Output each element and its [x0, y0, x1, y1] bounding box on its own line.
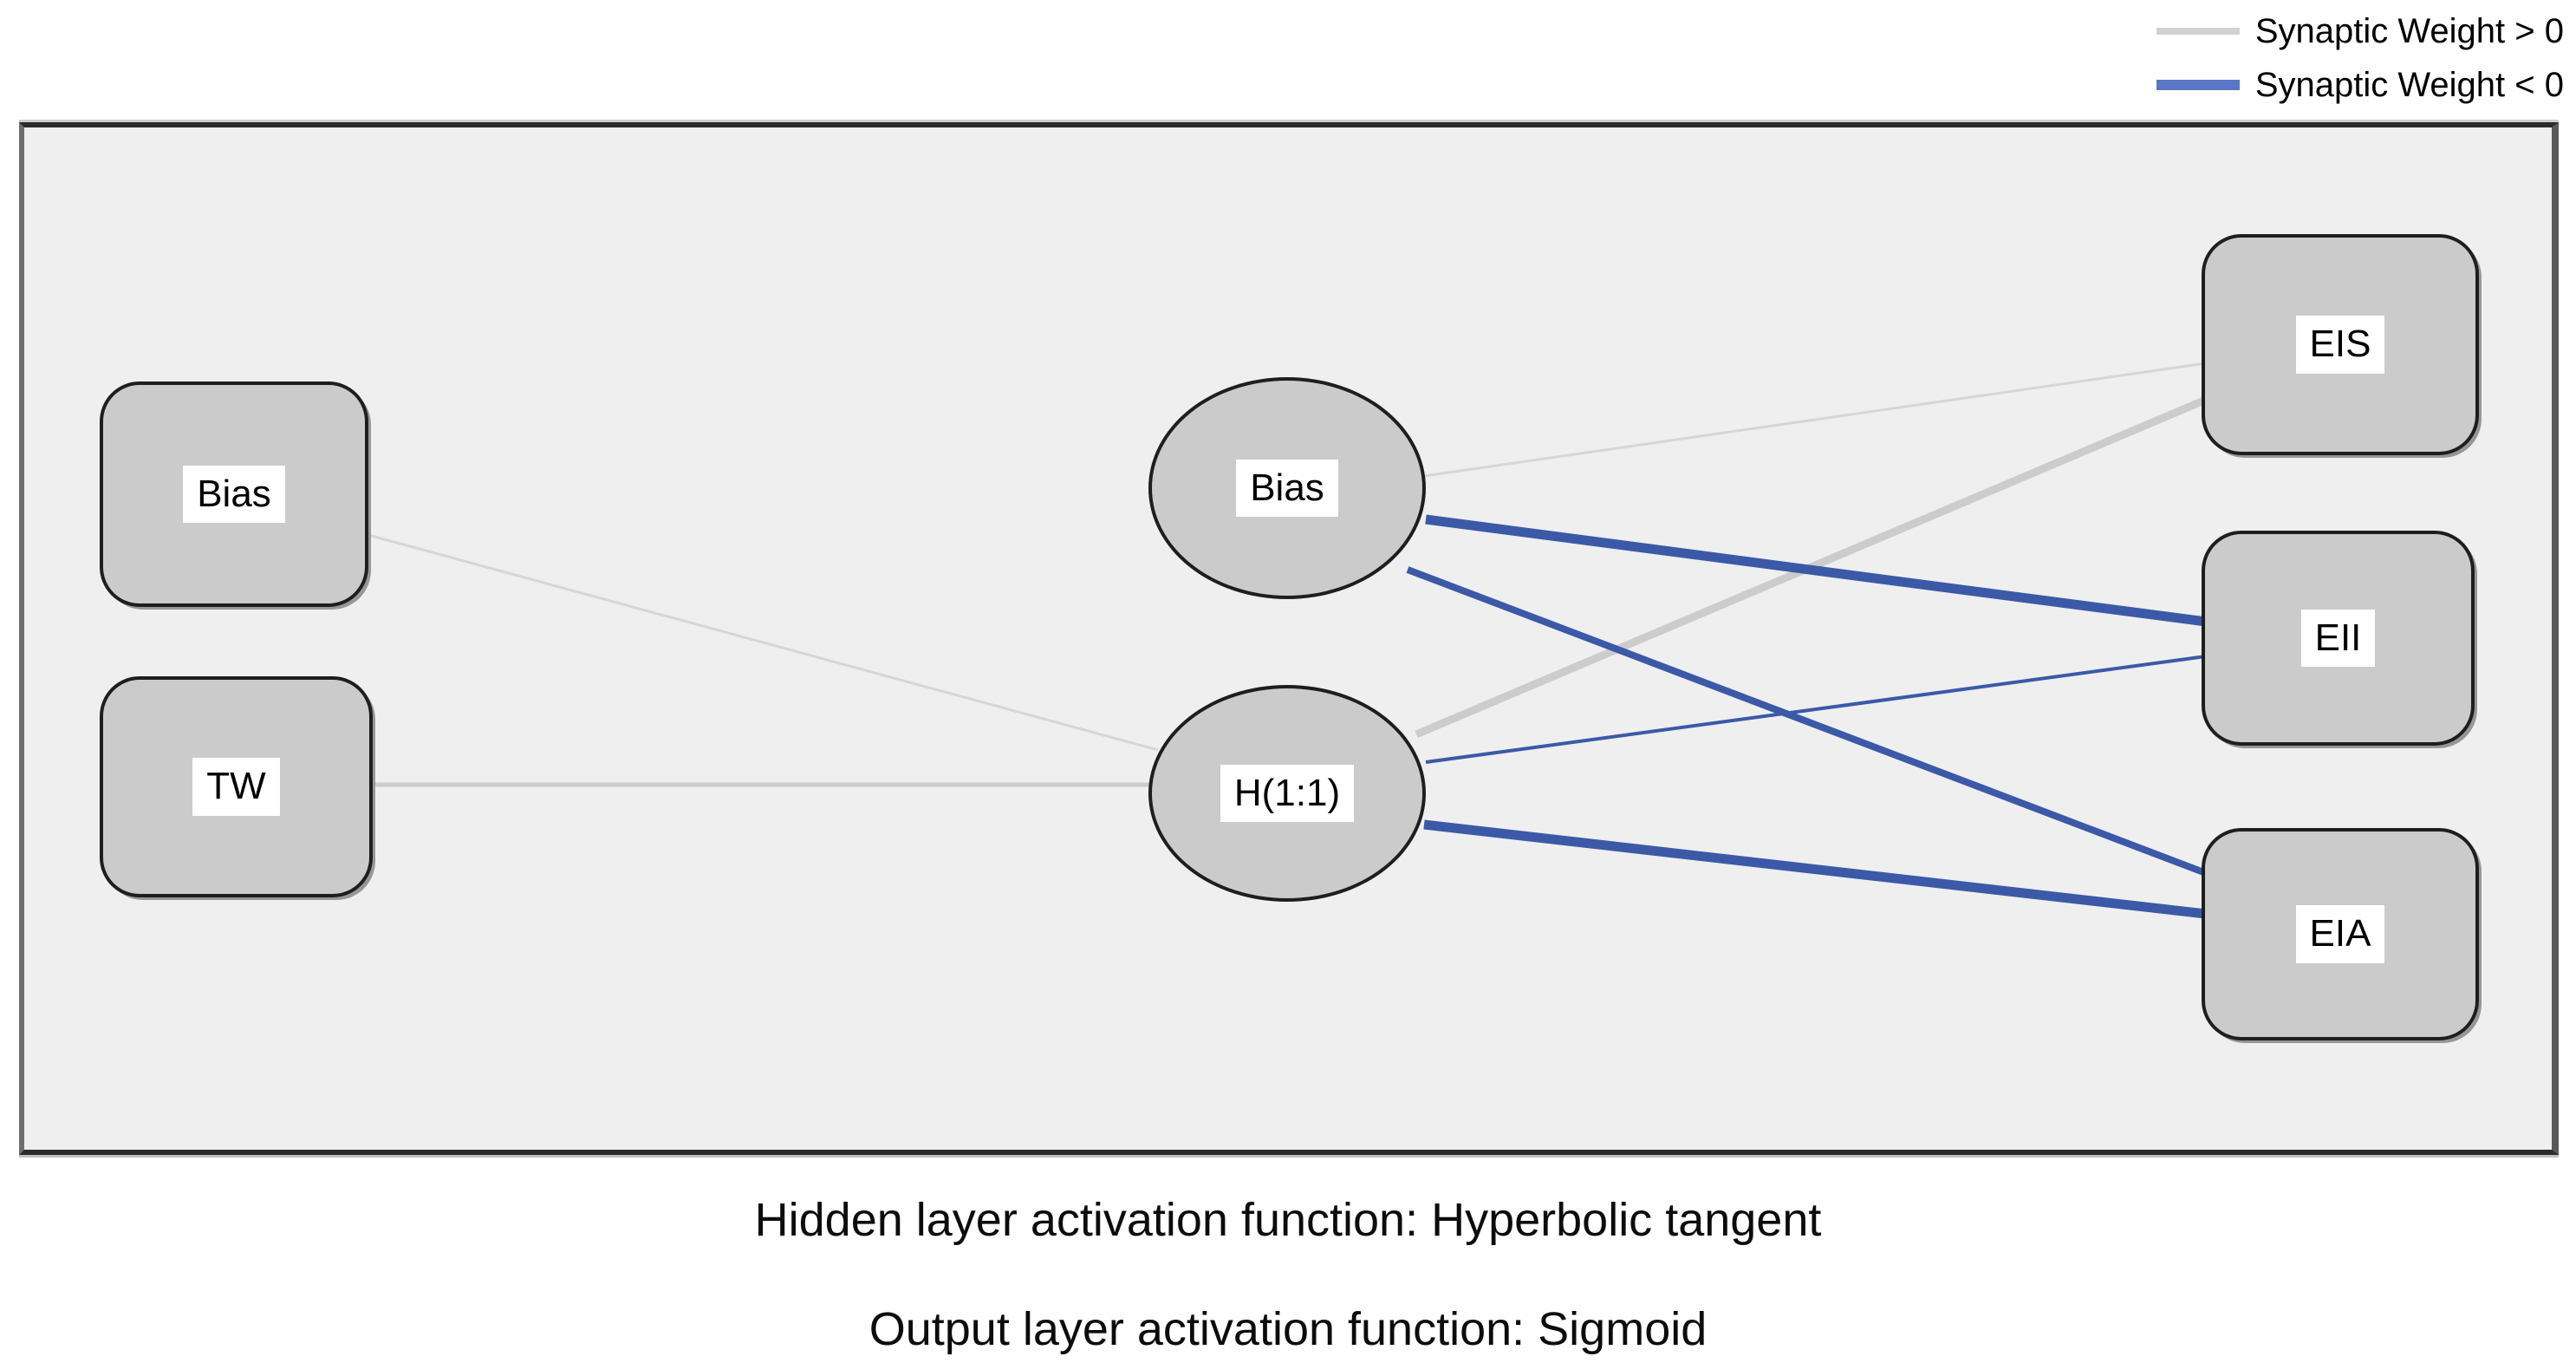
legend-item-positive-weight: Synaptic Weight > 0	[2156, 7, 2564, 55]
hidden-node-h11: H(1:1)	[1148, 685, 1426, 902]
hidden-layer-activation-caption: Hidden layer activation function: Hyperb…	[754, 1194, 1822, 1246]
input-node-bias: Bias	[100, 382, 368, 607]
connection-h11-to-eia	[1423, 819, 2207, 919]
legend-label-positive: Synaptic Weight > 0	[2254, 12, 2564, 50]
connection-hidden-bias-to-eii	[1425, 514, 2207, 627]
output-node-eia: EIA	[2202, 828, 2479, 1040]
connection-hidden-bias-to-eis	[1423, 362, 2207, 478]
legend: Synaptic Weight > 0 Synaptic Weight < 0	[2156, 7, 2564, 109]
output-node-eis: EIS	[2202, 234, 2479, 455]
input-node-tw-label: TW	[192, 758, 280, 816]
input-node-tw: TW	[100, 676, 373, 897]
output-layer-activation-caption: Output layer activation function: Sigmoi…	[868, 1303, 1708, 1355]
connection-hidden-bias-to-eia	[1406, 566, 2208, 877]
hidden-node-bias-label: Bias	[1236, 459, 1338, 518]
output-node-eia-label: EIA	[2295, 905, 2385, 963]
output-node-eii-label: EII	[2300, 609, 2376, 668]
output-node-eis-label: EIS	[2295, 316, 2385, 374]
legend-label-negative: Synaptic Weight < 0	[2254, 66, 2564, 104]
positive-weight-line-icon	[2156, 28, 2240, 35]
legend-item-negative-weight: Synaptic Weight < 0	[2156, 61, 2564, 109]
negative-weight-line-icon	[2156, 80, 2240, 90]
connection-h11-to-eii	[1425, 655, 2207, 764]
hidden-node-bias: Bias	[1148, 377, 1426, 599]
connections-layer	[368, 362, 2208, 919]
output-node-eii: EII	[2202, 531, 2475, 746]
diagram-panel: Bias TW Bias H(1:1) EIS EII EIA	[19, 122, 2559, 1155]
hidden-node-h11-label: H(1:1)	[1220, 764, 1355, 823]
input-node-bias-label: Bias	[183, 465, 285, 524]
connection-input-bias-to-h11	[368, 533, 1159, 752]
